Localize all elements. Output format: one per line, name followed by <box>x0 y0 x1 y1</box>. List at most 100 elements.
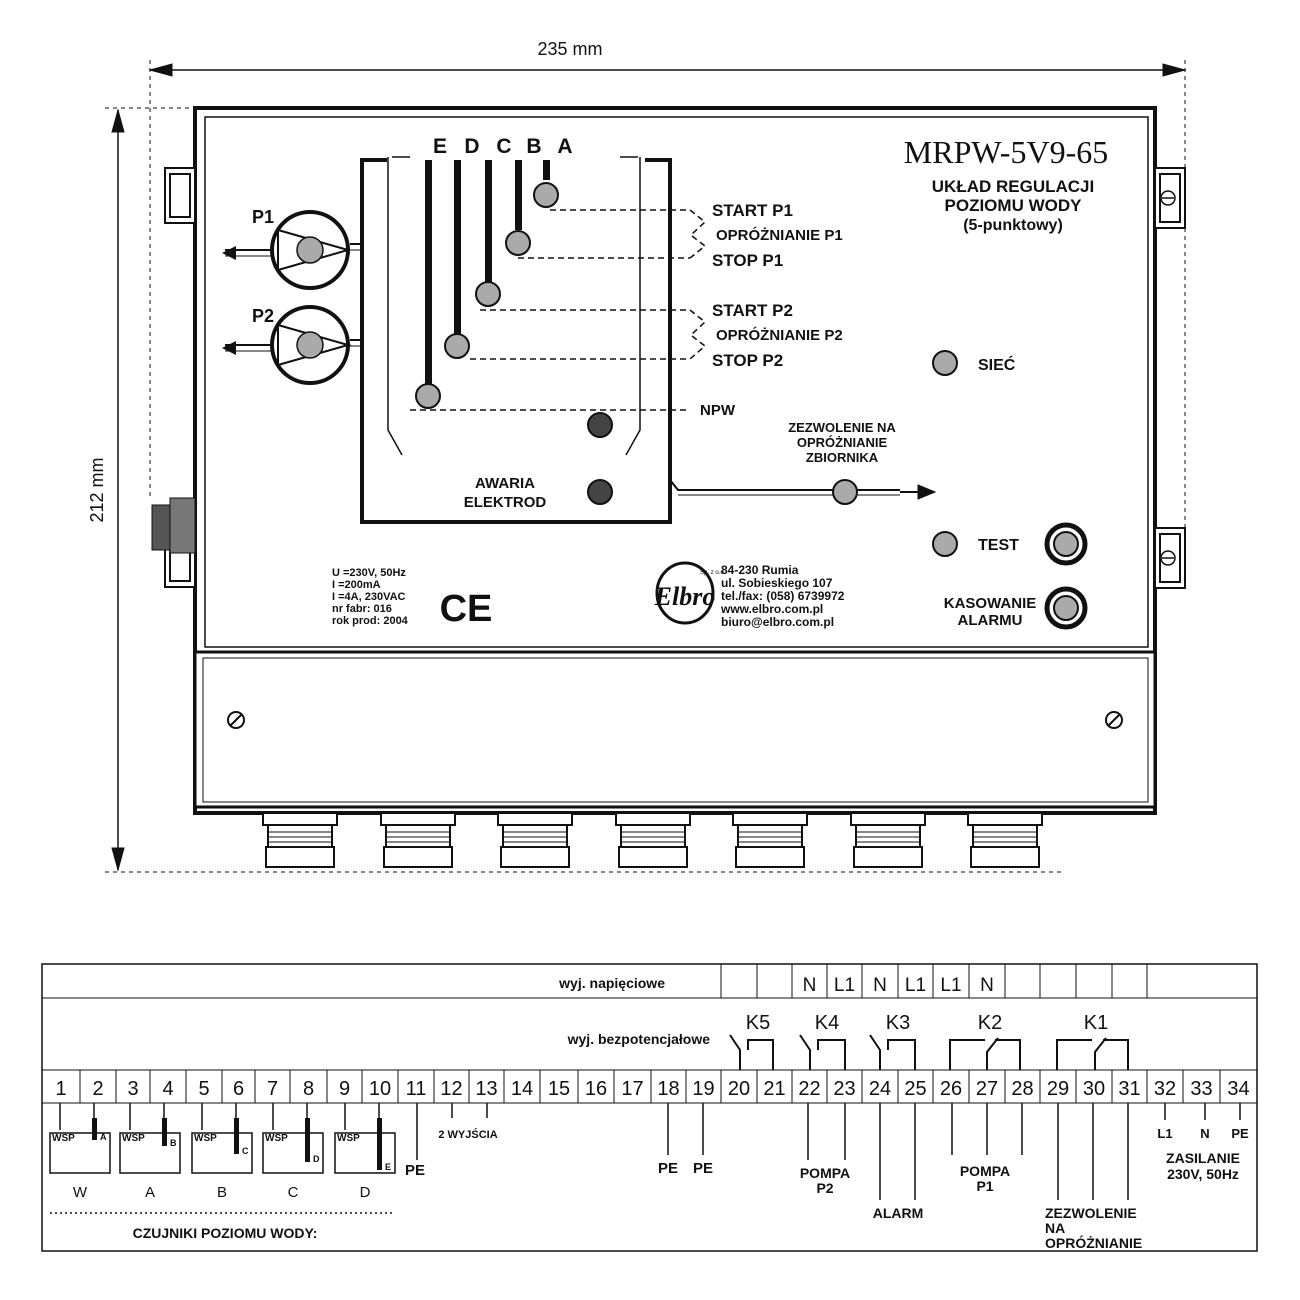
label-start-p2: START P2 <box>712 301 793 320</box>
dimension-lines <box>105 60 1187 873</box>
label-siec: SIEĆ <box>978 355 1016 374</box>
zezwolenie-t-line-3: OPRÓŻNIANIE <box>1045 1234 1142 1251</box>
pompa-p1-line-2: P1 <box>976 1178 993 1194</box>
address-line-3: tel./fax: (058) 6739972 <box>721 589 845 603</box>
relay-contacts <box>729 1034 1129 1070</box>
indicator-npw <box>587 412 613 438</box>
indicator-test <box>932 531 958 557</box>
spec-line-5: rok prod: 2004 <box>332 615 409 627</box>
terminal-number: 19 <box>692 1078 714 1100</box>
pump-p1 <box>222 210 362 290</box>
label-stop-p1: STOP P1 <box>712 251 783 270</box>
terminal-number: 33 <box>1190 1078 1212 1100</box>
terminal-number: 7 <box>267 1078 278 1100</box>
pompa-p2-line-2: P2 <box>816 1180 833 1196</box>
logo-text: Elbro <box>654 582 716 611</box>
terminal-number: 13 <box>475 1078 497 1100</box>
terminal-number: 8 <box>303 1078 314 1100</box>
indicator-zezwolenie <box>832 479 858 505</box>
cable-glands <box>262 812 1043 868</box>
terminal-number: 6 <box>233 1078 244 1100</box>
pump-label-p1: P1 <box>252 207 274 227</box>
cable-gland <box>615 812 691 868</box>
width-dimension: 235 mm <box>537 39 602 59</box>
supply-pe: PE <box>1231 1126 1249 1141</box>
pe-label-18: PE <box>658 1160 678 1177</box>
spec-line-2: I =200mA <box>332 579 381 591</box>
relay-k4: K4 <box>815 1012 839 1034</box>
specs: U =230V, 50Hz I =200mA I =4A, 230VAC nr … <box>332 567 409 627</box>
sensor-group-label: C <box>288 1184 299 1201</box>
sensor-letter: D <box>313 1154 320 1164</box>
label-start-p1: START P1 <box>712 201 793 220</box>
voltage-row-label: wyj. napięciowe <box>558 975 665 991</box>
sensor-group-label: B <box>217 1184 227 1201</box>
voltage-cell-label: N <box>873 975 887 996</box>
logo-small-text: Sp. z o.o. <box>700 570 726 576</box>
sensor-letter: E <box>385 1162 391 1172</box>
relay-k3: K3 <box>886 1012 910 1034</box>
terminal-number: 2 <box>92 1078 103 1100</box>
spec-line-4: nr fabr: 016 <box>332 603 392 615</box>
terminal-number: 30 <box>1083 1078 1105 1100</box>
terminal-number: 18 <box>657 1078 679 1100</box>
pompa-p2-line-1: POMPA <box>800 1165 850 1181</box>
terminal-number: 32 <box>1154 1078 1176 1100</box>
label-empty-p2: OPRÓŻNIANIE P2 <box>716 326 843 344</box>
sensors-caption: CZUJNIKI POZIOMU WODY: <box>133 1225 318 1241</box>
cable-gland <box>850 812 926 868</box>
two-outputs-label: 2 WYJŚCIA <box>438 1128 497 1141</box>
terminal-number: 20 <box>728 1078 750 1100</box>
sensor-tag: WSP <box>52 1133 75 1144</box>
terminal-number: 21 <box>763 1078 785 1100</box>
electrode-letters: E D C B A <box>433 135 573 158</box>
test-button[interactable] <box>1044 522 1088 566</box>
terminal-table <box>41 963 1258 1252</box>
model-title: MRPW-5V9-65 <box>904 134 1108 170</box>
terminal-number: 31 <box>1118 1078 1140 1100</box>
zezwolenie-line-2: OPRÓŻNIANIE <box>797 435 888 450</box>
pump-label-p2: P2 <box>252 306 274 326</box>
subtitle-line-1: UKŁAD REGULACJI <box>932 177 1094 196</box>
sensor-letter: A <box>100 1132 107 1142</box>
terminal-number: 9 <box>339 1078 350 1100</box>
level-labels: START P1 OPRÓŻNIANIE P1 STOP P1 START P2… <box>700 201 843 419</box>
awaria-line-2: ELEKTROD <box>464 494 547 511</box>
terminal-number: 25 <box>904 1078 926 1100</box>
height-dimension: 212 mm <box>87 457 107 522</box>
supply-l1: L1 <box>1157 1126 1172 1141</box>
reset-alarm-button[interactable] <box>1044 586 1088 630</box>
sensor-group-label: A <box>145 1184 155 1201</box>
cable-gland <box>967 812 1043 868</box>
address-line-1: 84-230 Rumia <box>721 563 799 577</box>
spec-line-1: U =230V, 50Hz <box>332 567 406 579</box>
electrode-label-b: B <box>526 135 541 158</box>
sensor-tag: WSP <box>337 1133 360 1144</box>
terminal-wires <box>416 1103 1241 1200</box>
terminal-number: 12 <box>440 1078 462 1100</box>
voltage-cell-label: L1 <box>940 975 961 996</box>
pe-label-19: PE <box>693 1160 713 1177</box>
terminal-number: 1 <box>55 1078 66 1100</box>
sensor-group-label: D <box>360 1184 371 1201</box>
terminal-number: 27 <box>976 1078 998 1100</box>
cable-gland <box>380 812 456 868</box>
pe-label-11: PE <box>405 1162 425 1179</box>
terminal-number: 29 <box>1047 1078 1069 1100</box>
cable-gland <box>262 812 338 868</box>
subtitle-line-3: (5-punktowy) <box>963 217 1063 234</box>
elbro-logo: Elbro Sp. z o.o. <box>654 561 726 625</box>
sensor-group-label: W <box>73 1184 88 1201</box>
label-stop-p2: STOP P2 <box>712 351 783 370</box>
terminal-wire-labels: PE 2 WYJŚCIA PE PE POMPA P2 ALARM POMPA … <box>405 1126 1249 1251</box>
pompa-p1-line-1: POMPA <box>960 1163 1010 1179</box>
tank <box>360 156 672 524</box>
electrodes <box>415 160 559 409</box>
terminal-number: 3 <box>127 1078 138 1100</box>
zasilanie-line-1: ZASILANIE <box>1166 1150 1240 1166</box>
